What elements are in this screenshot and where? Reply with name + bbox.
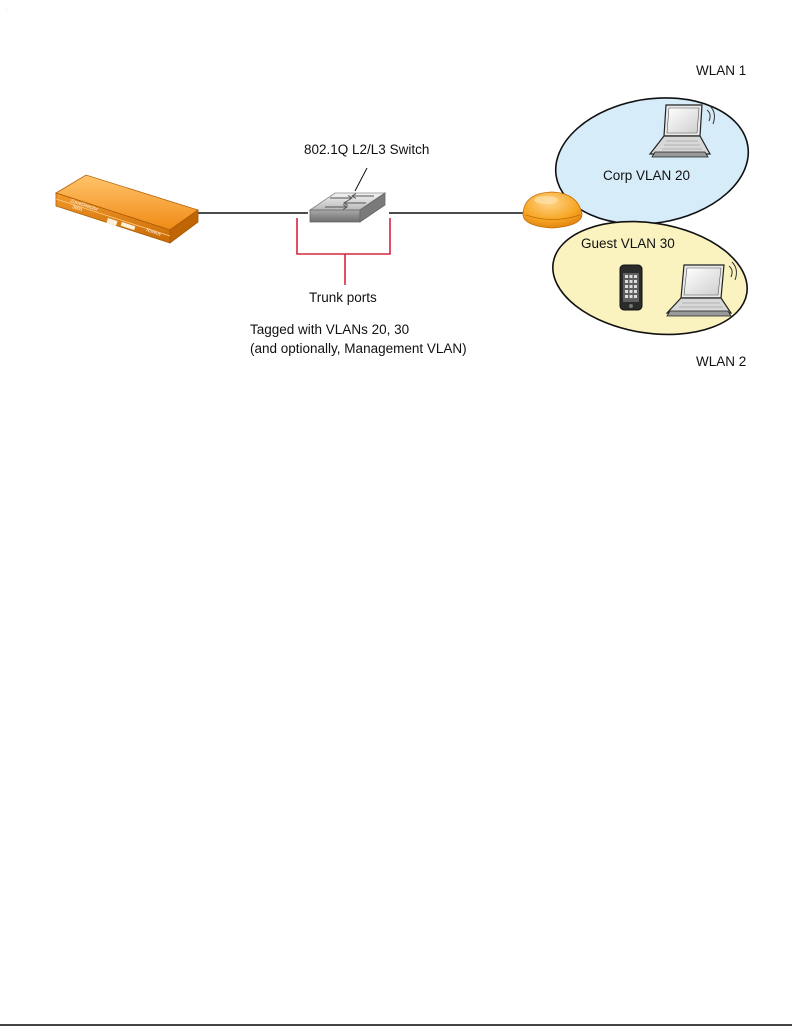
wlan1-label: WLAN 1 [696, 63, 746, 78]
access-point-icon [522, 191, 583, 229]
switch-label: 802.1Q L2/L3 Switch [304, 142, 429, 157]
wlan2-label: WLAN 2 [696, 354, 746, 369]
guest-vlan-ellipse [552, 220, 748, 336]
guest-phone-icon [619, 264, 643, 311]
trunk-ports-label: Trunk ports [309, 290, 377, 305]
corp-laptop-icon [648, 104, 715, 158]
guest-vlan-label: Guest VLAN 30 [581, 236, 675, 251]
switch-label-pointer [354, 167, 368, 192]
trunk-ports-bracket [296, 218, 391, 285]
management-vlan-label: (and optionally, Management VLAN) [250, 341, 467, 356]
switch-icon [308, 192, 387, 223]
tagged-vlans-label: Tagged with VLANs 20, 30 [250, 322, 409, 337]
corner-mark: . [6, 6, 8, 12]
controller-logo-text: Ruckus [146, 227, 163, 237]
controller-model-text: 3000 [72, 204, 84, 212]
guest-laptop-icon [665, 261, 737, 317]
zonedirector-controller: ZoneDirector 3000 Ruckus [55, 174, 199, 244]
corp-vlan-label: Corp VLAN 20 [603, 168, 690, 183]
bottom-rule [0, 1024, 792, 1026]
